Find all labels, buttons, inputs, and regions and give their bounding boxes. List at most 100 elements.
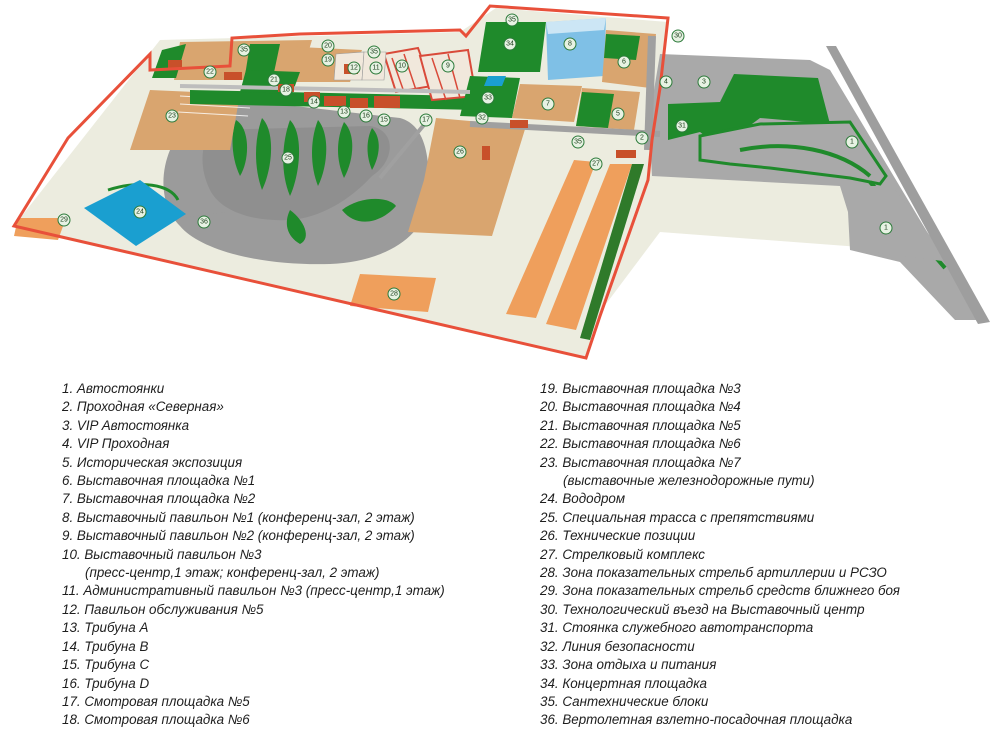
map-marker-2[interactable]: 2 xyxy=(635,131,649,145)
map-marker-circle xyxy=(541,97,555,111)
map-marker-circle xyxy=(369,61,383,75)
map-marker-35[interactable]: 35 xyxy=(571,135,585,149)
map-marker-18[interactable]: 18 xyxy=(279,83,293,97)
map-marker-13[interactable]: 13 xyxy=(337,105,351,119)
legend-number: 4. xyxy=(62,436,77,452)
legend-number: 9. xyxy=(62,528,77,544)
map-marker-circle xyxy=(505,13,519,27)
map-marker-36[interactable]: 36 xyxy=(197,215,211,229)
map-marker-19[interactable]: 19 xyxy=(321,53,335,67)
map-marker-circle xyxy=(659,75,673,89)
legend-item-34: 34. Концертная площадка xyxy=(540,675,990,693)
map-marker-label: 4 xyxy=(664,79,668,86)
map-marker-26[interactable]: 26 xyxy=(453,145,467,159)
map-marker-circle xyxy=(563,37,577,51)
legend-item-24: 24. Вододром xyxy=(540,490,990,508)
road-central xyxy=(179,84,471,94)
map-marker-30[interactable]: 30 xyxy=(671,29,685,43)
map-marker-34[interactable]: 34 xyxy=(503,37,517,51)
map-marker-24[interactable]: 24 xyxy=(133,205,147,219)
map-marker-1[interactable]: 1 xyxy=(879,221,893,235)
map-marker-35[interactable]: 35 xyxy=(237,43,251,57)
map-marker-23[interactable]: 23 xyxy=(165,109,179,123)
map-marker-circle xyxy=(387,287,401,301)
legend-number: 25. xyxy=(540,509,563,525)
map-marker-14[interactable]: 14 xyxy=(307,95,321,109)
legend-text: Технологический въезд на Выставочный цен… xyxy=(562,601,865,617)
map-marker-label: 19 xyxy=(324,57,332,64)
road-diagonal-south xyxy=(378,118,430,180)
map-marker-label: 13 xyxy=(340,109,348,116)
map-marker-11[interactable]: 11 xyxy=(369,61,383,75)
small-water xyxy=(484,76,506,86)
map-marker-15[interactable]: 15 xyxy=(377,113,391,127)
legend-item-5: 5. Историческая экспозиция xyxy=(62,454,522,472)
map-marker-5[interactable]: 5 xyxy=(611,107,625,121)
map-marker-8[interactable]: 8 xyxy=(563,37,577,51)
map-marker-16[interactable]: 16 xyxy=(359,109,373,123)
legend-number: 20. xyxy=(540,399,563,415)
map-marker-35[interactable]: 35 xyxy=(505,13,519,27)
map-marker-22[interactable]: 22 xyxy=(203,65,217,79)
legend-number: 11. xyxy=(62,583,84,599)
map-marker-20[interactable]: 20 xyxy=(321,39,335,53)
map-marker-21[interactable]: 21 xyxy=(267,73,281,87)
map-marker-label: 27 xyxy=(592,161,600,168)
map-marker-label: 31 xyxy=(678,123,686,130)
map-marker-label: 14 xyxy=(310,99,318,106)
map-marker-circle xyxy=(481,91,495,105)
map-marker-6[interactable]: 6 xyxy=(617,55,631,69)
map-marker-label: 34 xyxy=(506,41,514,48)
legend-text: Трибуна A xyxy=(84,620,149,636)
map-marker-28[interactable]: 28 xyxy=(387,287,401,301)
map-marker-9[interactable]: 9 xyxy=(441,59,455,73)
firing-lane-divider xyxy=(580,164,644,340)
legend-item-22: 22. Выставочная площадка №6 xyxy=(540,435,990,453)
legend-item-25: 25. Специальная трасса с препятствиями xyxy=(540,509,990,527)
map-marker-17[interactable]: 17 xyxy=(419,113,433,127)
map-marker-circle xyxy=(697,75,711,89)
map-marker-label: 18 xyxy=(282,87,290,94)
legend-item-11: 11. Административный павильон №3 (пресс-… xyxy=(62,582,522,600)
map-marker-label: 1 xyxy=(884,225,888,232)
map-marker-circle xyxy=(267,73,281,87)
map-marker-circle xyxy=(57,213,71,227)
legend-text: Выставочная площадка №7 xyxy=(562,454,741,470)
map-marker-label: 36 xyxy=(200,219,208,226)
legend-item-12: 12. Павильон обслуживания №5 xyxy=(62,601,522,619)
legend-number: 5. xyxy=(62,454,77,470)
map-marker-circle xyxy=(671,29,685,43)
map-marker-label: 28 xyxy=(390,291,398,298)
legend-number: 15. xyxy=(62,657,85,673)
legend-text-continued: (выставочные железнодорожные пути) xyxy=(563,473,815,489)
legend-number: 13. xyxy=(62,620,85,636)
map-marker-12[interactable]: 12 xyxy=(347,61,361,75)
map-marker-3[interactable]: 3 xyxy=(697,75,711,89)
map-marker-7[interactable]: 7 xyxy=(541,97,555,111)
legend-item-2: 2. Проходная «Северная» xyxy=(62,398,522,416)
map-marker-label: 33 xyxy=(484,95,492,102)
access-road xyxy=(826,46,990,324)
legend-text: Концертная площадка xyxy=(562,675,707,691)
map-marker-32[interactable]: 32 xyxy=(475,111,489,125)
legend-number: 2. xyxy=(62,399,77,415)
map-marker-35[interactable]: 35 xyxy=(367,45,381,59)
legend-item-36: 36. Вертолетная взлетно-посадочная площа… xyxy=(540,711,990,729)
legend-text: Проходная «Северная» xyxy=(76,399,224,415)
legend-item-10: 10. Выставочный павильон №3(пресс-центр,… xyxy=(62,546,522,583)
legend-item-28: 28. Зона показательных стрельб артиллери… xyxy=(540,564,990,582)
map-marker-29[interactable]: 29 xyxy=(57,213,71,227)
map-marker-25[interactable]: 25 xyxy=(281,151,295,165)
map-marker-1[interactable]: 1 xyxy=(845,135,859,149)
map-marker-4[interactable]: 4 xyxy=(659,75,673,89)
map-marker-27[interactable]: 27 xyxy=(589,157,603,171)
legend-item-1: 1. Автостоянки xyxy=(62,380,522,398)
legend-text: VIP Проходная xyxy=(76,436,170,452)
legend-item-30: 30. Технологический въезд на Выставочный… xyxy=(540,601,990,619)
legend-text: Выставочная площадка №4 xyxy=(562,399,741,415)
map-marker-31[interactable]: 31 xyxy=(675,119,689,133)
map-marker-33[interactable]: 33 xyxy=(481,91,495,105)
map-marker-10[interactable]: 10 xyxy=(395,59,409,73)
map-marker-label: 21 xyxy=(270,77,278,84)
